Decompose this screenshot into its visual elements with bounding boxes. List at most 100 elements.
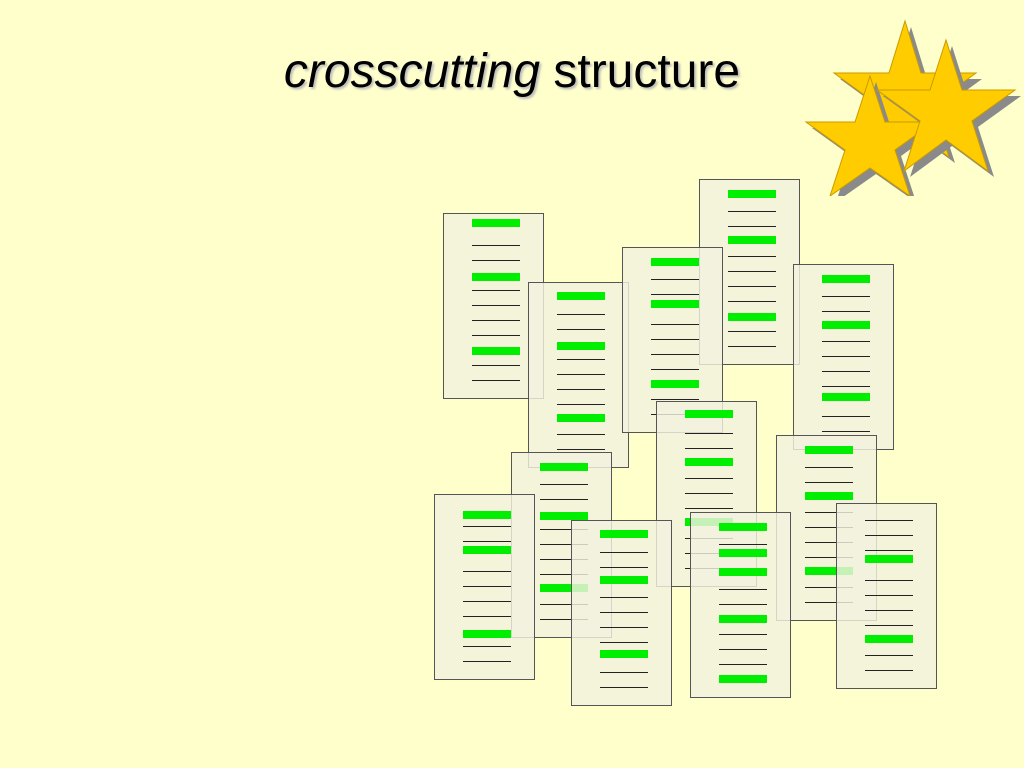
highlight-bar [651,300,699,308]
text-line [805,557,853,558]
text-line [540,619,588,620]
stars-cluster [804,19,1021,196]
text-line [719,589,767,590]
text-line [865,550,913,551]
text-line [600,567,648,568]
text-line [719,664,767,665]
text-line [557,329,605,330]
text-line [805,512,853,513]
text-line [728,226,776,227]
text-line [540,559,588,560]
document-icon [571,520,672,706]
text-line [685,493,733,494]
text-line [822,341,870,342]
text-line [600,672,648,673]
text-line [472,245,520,246]
text-line [685,508,733,509]
highlight-bar [557,414,605,422]
text-line [557,449,605,450]
text-line [600,642,648,643]
highlight-bar [822,321,870,329]
text-line [865,610,913,611]
text-line [865,535,913,536]
highlight-bar [719,549,767,557]
star-icon [804,74,940,196]
highlight-bar [728,236,776,244]
highlight-bar [719,675,767,683]
text-line [805,602,853,603]
text-line [472,260,520,261]
text-line [651,354,699,355]
highlight-bar [822,275,870,283]
document-icon [690,512,791,698]
highlight-bar [557,292,605,300]
text-line [822,311,870,312]
text-line [719,604,767,605]
text-line [865,655,913,656]
highlight-bar [600,576,648,584]
text-line [719,634,767,635]
highlight-bar [463,630,511,638]
text-line [728,286,776,287]
text-line [651,279,699,280]
text-line [651,294,699,295]
text-line [600,552,648,553]
text-line [805,527,853,528]
text-line [728,331,776,332]
star-icon [875,38,1021,177]
text-line [728,256,776,257]
highlight-bar [685,458,733,466]
text-line [463,646,511,647]
highlight-bar [600,650,648,658]
text-line [463,616,511,617]
title-italic-word: crosscutting [283,45,541,98]
text-line [822,386,870,387]
text-line [822,296,870,297]
highlight-bar [651,380,699,388]
text-line [865,580,913,581]
highlight-bar [865,555,913,563]
highlight-bar [472,273,520,281]
text-line [685,433,733,434]
text-line [865,625,913,626]
text-line [805,482,853,483]
text-line [472,365,520,366]
text-line [463,586,511,587]
text-line [651,369,699,370]
text-line [651,324,699,325]
text-line [822,356,870,357]
highlight-bar [472,347,520,355]
text-line [463,571,511,572]
text-line [557,359,605,360]
highlight-bar [805,446,853,454]
text-line [472,290,520,291]
highlight-bar [472,219,520,227]
text-line [822,431,870,432]
text-line [600,612,648,613]
highlight-bar [719,523,767,531]
text-line [472,320,520,321]
highlight-bar [463,511,511,519]
text-line [822,371,870,372]
text-line [557,389,605,390]
slide-title: crosscutting structure [0,44,1024,99]
text-line [540,529,588,530]
highlight-bar [728,190,776,198]
text-line [557,434,605,435]
text-line [600,687,648,688]
highlight-bar [651,258,699,266]
title-rest: structure [540,45,741,98]
text-line [472,305,520,306]
text-line [463,526,511,527]
text-line [557,404,605,405]
text-line [557,314,605,315]
highlight-bar [540,512,588,520]
highlight-bar [719,568,767,576]
text-line [651,399,699,400]
text-line [600,597,648,598]
text-line [728,346,776,347]
document-icon [793,264,894,450]
highlight-bar [719,615,767,623]
text-line [719,544,767,545]
